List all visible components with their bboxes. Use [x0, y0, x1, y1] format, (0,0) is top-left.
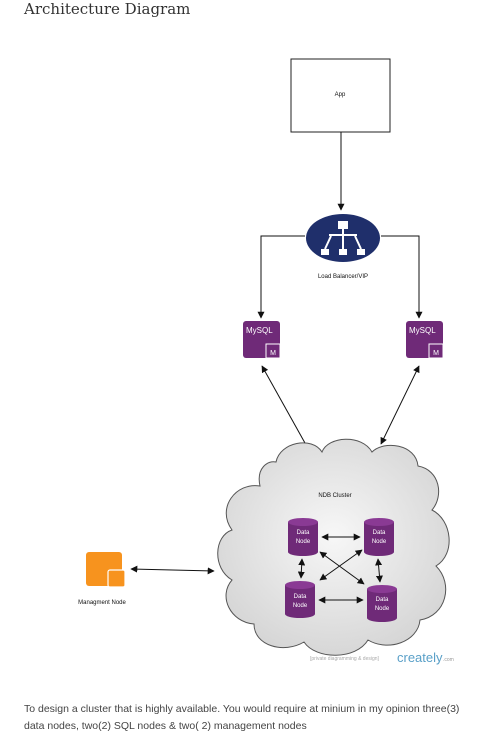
load-balancer-icon — [306, 214, 380, 262]
ndb-cluster-cloud — [217, 438, 450, 656]
svg-text:Data: Data — [376, 597, 389, 603]
creately-logo: creately — [397, 650, 443, 665]
svg-text:MySQL: MySQL — [246, 326, 273, 335]
data-node-bottom-right: Data Node — [367, 585, 397, 622]
svg-text:Node: Node — [375, 606, 390, 612]
app-box: App — [290, 58, 391, 133]
data-node-top-right: Data Node — [364, 518, 394, 556]
management-node-icon — [86, 552, 126, 588]
arrow-sql-left-to-cluster — [261, 365, 311, 453]
svg-text:M: M — [270, 350, 276, 357]
svg-text:Node: Node — [296, 539, 311, 545]
arrow-dn-diag-2 — [319, 551, 365, 585]
arrow-sql-right-to-cluster — [380, 365, 420, 445]
caption-text: To design a cluster that is highly avail… — [24, 703, 460, 732]
cluster-label: NDB Cluster — [318, 493, 351, 499]
watermark-small-text: [private diagramming & design] — [310, 656, 380, 662]
svg-text:Data: Data — [294, 594, 307, 600]
arrow-lb-to-sql-right — [381, 235, 423, 319]
svg-text:MySQL: MySQL — [409, 326, 436, 335]
load-balancer-label: Load Balancer/VIP — [318, 274, 368, 280]
svg-text:Data: Data — [373, 530, 386, 536]
svg-text:Node: Node — [293, 603, 308, 609]
mysql-node-right-icon: MySQL M — [406, 321, 444, 359]
svg-text:M: M — [433, 350, 439, 357]
data-node-top-left: Data Node — [288, 518, 318, 556]
page-title: Architecture Diagram — [24, 0, 191, 18]
arrow-lb-to-sql-left — [257, 235, 305, 319]
app-label: App — [335, 92, 346, 98]
arrow-dn-left — [297, 558, 306, 579]
management-node-label: Managment Node — [78, 600, 126, 606]
arrow-dn-right — [375, 558, 383, 583]
svg-text:Data: Data — [297, 530, 310, 536]
arrow-management-to-cluster — [130, 565, 215, 575]
data-node-bottom-left: Data Node — [285, 581, 315, 618]
svg-text:Node: Node — [372, 539, 387, 545]
watermark-suffix: .com — [443, 657, 454, 663]
mysql-node-left-icon: MySQL M — [243, 321, 281, 359]
